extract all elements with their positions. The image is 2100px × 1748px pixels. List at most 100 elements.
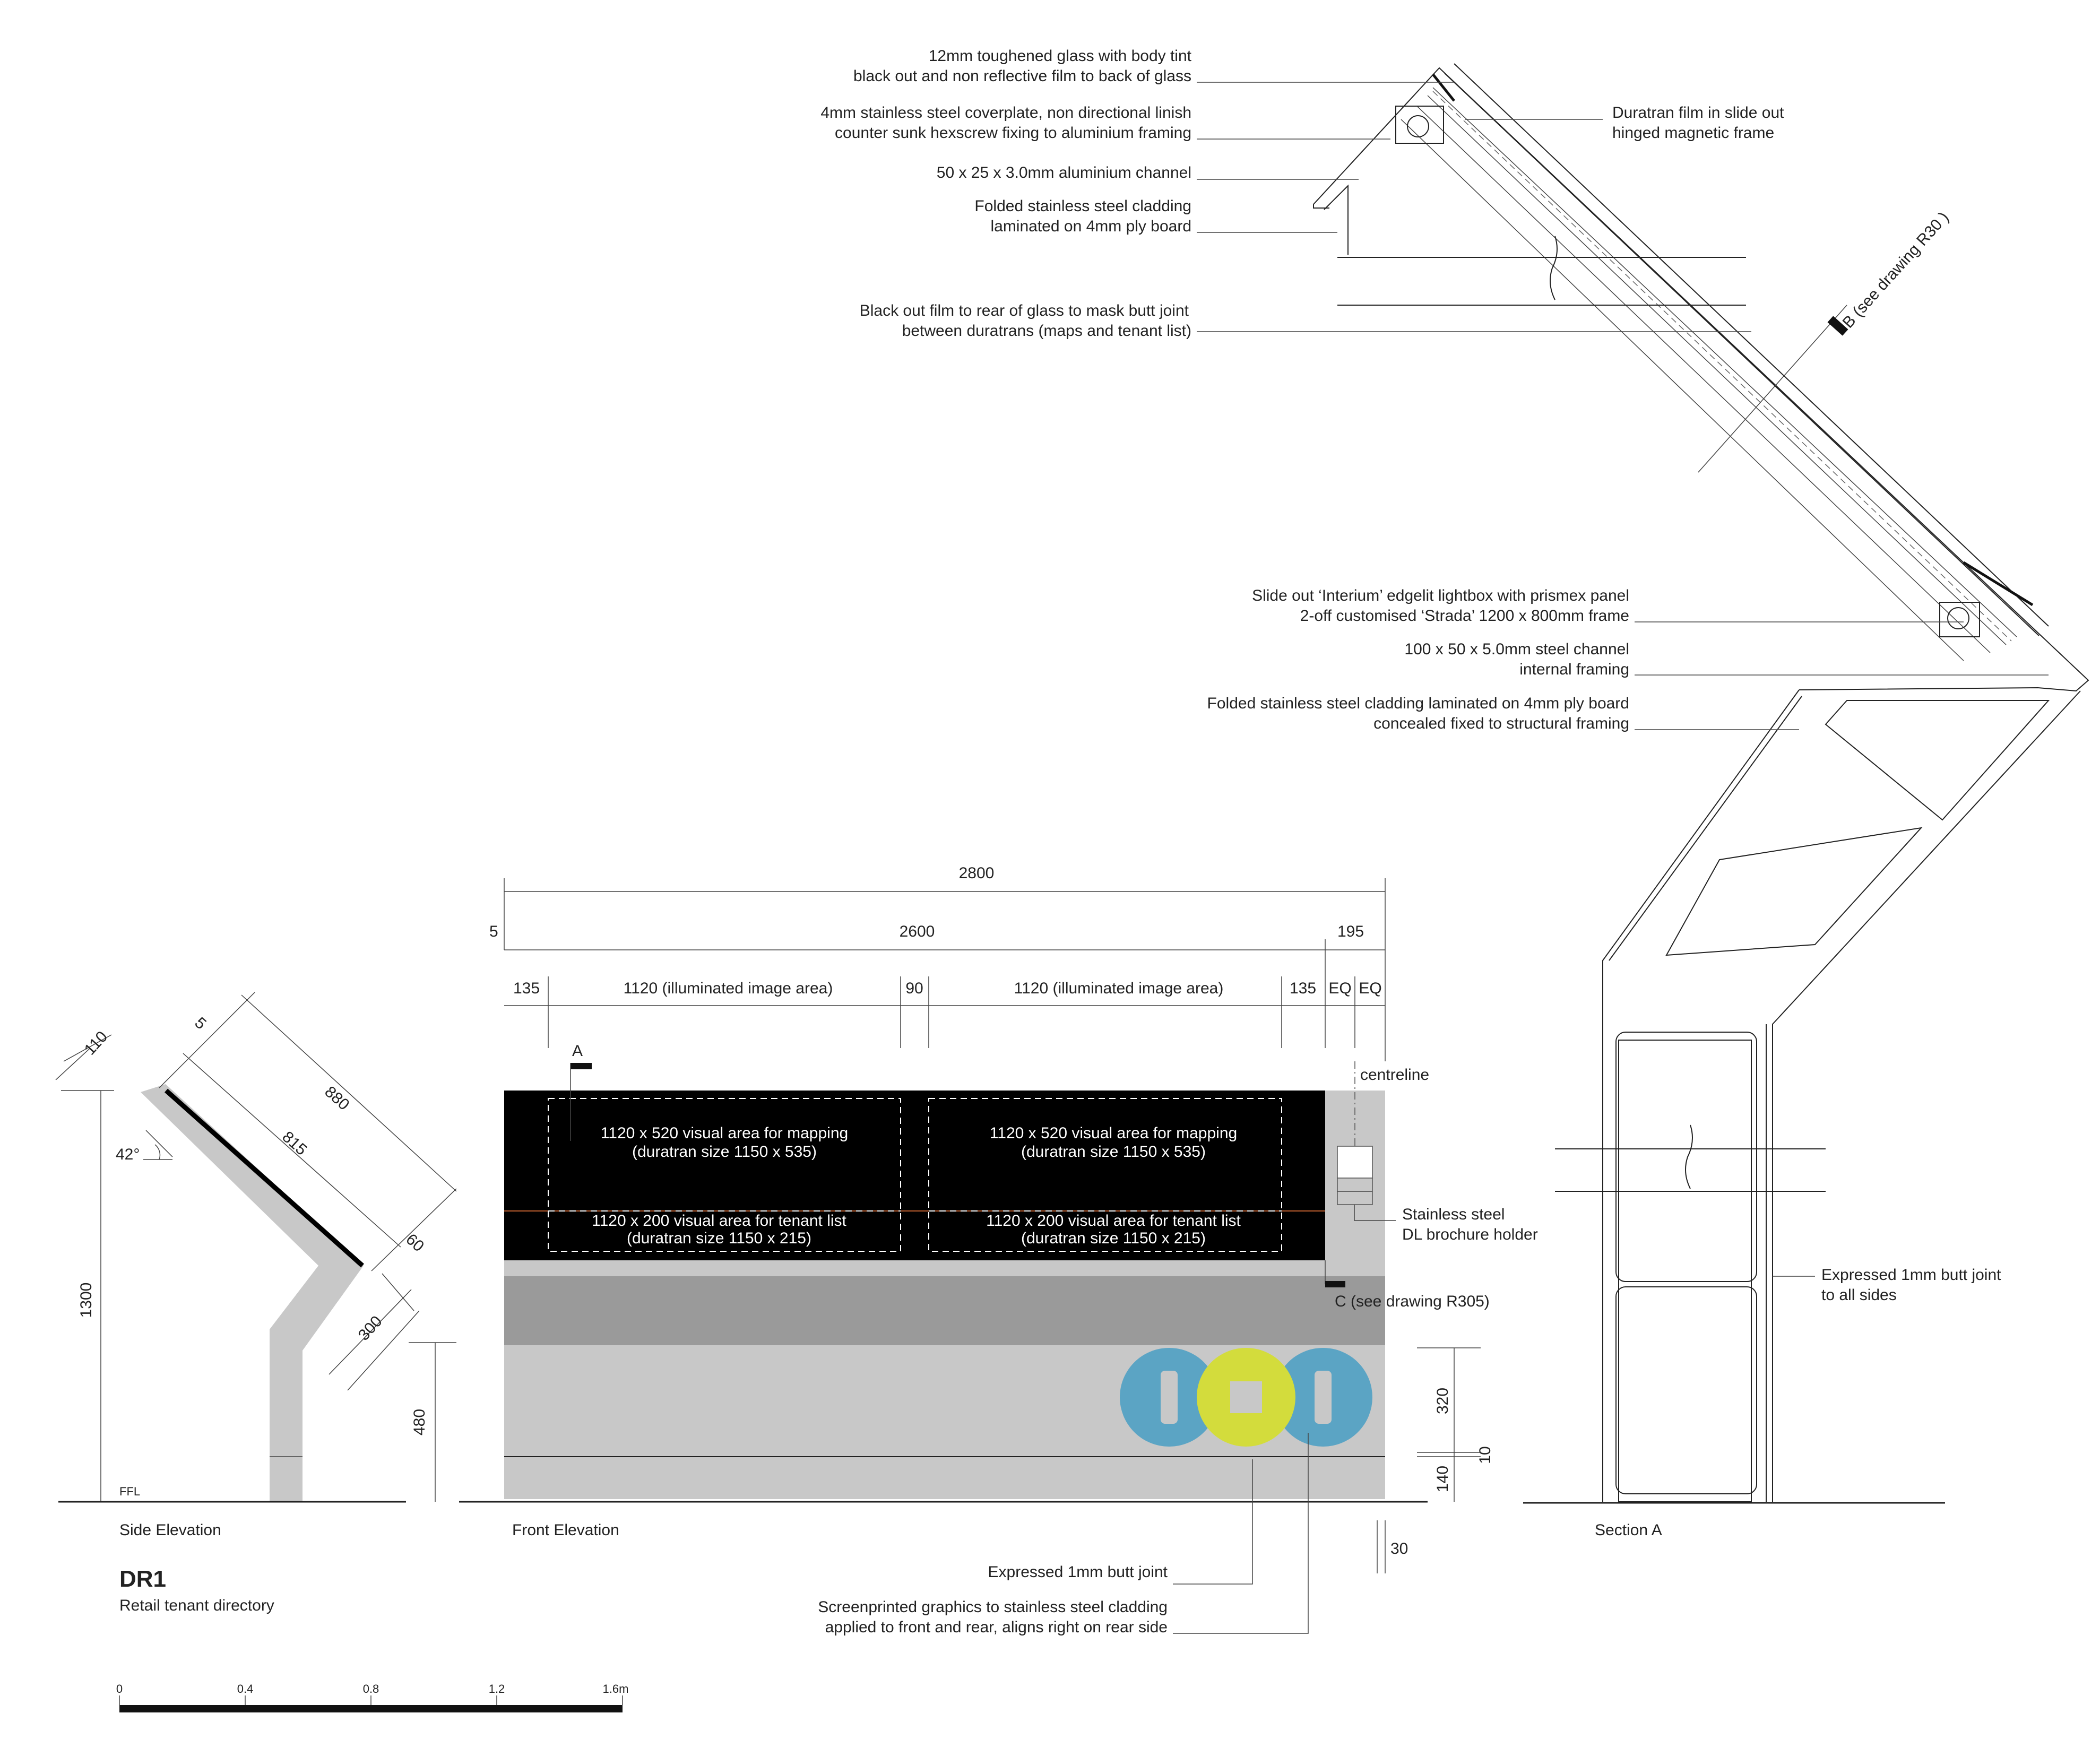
front-cladding-dark-band: [504, 1276, 1385, 1345]
logo-center-square: [1230, 1381, 1262, 1413]
scale-label-1: 0.4: [237, 1682, 254, 1695]
dim-300-ext-a: [329, 1289, 412, 1375]
side-text: 110 5 880 815 42° 60 1300 300 480 FFL Si…: [77, 1014, 428, 1539]
map-area-left: [548, 1098, 901, 1252]
body-right-outline: [1772, 690, 2081, 1502]
body-left-outline: [1602, 689, 1800, 1502]
callout-section-b: B (see drawing R30 ): [1839, 209, 1952, 331]
centreline-label: centreline: [1360, 1066, 1429, 1084]
callout-lightbox-2: 2-off customised ‘Strada’ 1200 x 800mm f…: [1300, 607, 1629, 625]
side-elevation: [55, 992, 457, 1503]
map-left-line-2: (duratran size 1150 x 535): [632, 1143, 817, 1161]
leader-graphics: [1173, 1433, 1309, 1634]
callout-duratran-1: Duratran film in slide out: [1612, 104, 1784, 122]
break-symbol-lower: [1685, 1124, 1693, 1189]
scale-label-4: 1.6m: [603, 1682, 629, 1695]
callout-steel-2: internal framing: [1519, 661, 1629, 678]
logo-right-bar: [1315, 1371, 1332, 1424]
map-left-line-1: 1120 x 520 visual area for mapping: [601, 1124, 848, 1142]
angle-arc: [154, 1144, 161, 1160]
dim-320: 320: [1434, 1388, 1451, 1414]
callout-glass-2: black out and non reflective film to bac…: [853, 67, 1191, 85]
scale-label-3: 1.2: [489, 1682, 505, 1695]
glass-inner-line: [1444, 73, 2039, 636]
dim-880: 880: [321, 1083, 352, 1114]
leader-butt-joint: [1173, 1459, 1253, 1585]
dim-300-line: [347, 1310, 420, 1391]
internal-panel-2: [1665, 827, 1923, 956]
bottom-frame-block: [1939, 602, 1980, 637]
scale-bar: 0 0.4 0.8 1.2 1.6m: [116, 1682, 629, 1712]
tenant-left-line-2: (duratran size 1150 x 215): [627, 1230, 811, 1247]
side-profile-body: [141, 1084, 364, 1502]
section-b-line: [1698, 305, 1847, 473]
front-text: 2800 5 2600 195 135 1120 (illuminated im…: [489, 864, 1662, 1636]
section-a-title: Section A: [1595, 1521, 1662, 1539]
callout-cladding-1: Folded stainless steel cladding: [974, 197, 1191, 215]
brochure-leader: [1354, 1205, 1396, 1221]
angle-ray: [145, 1130, 173, 1157]
film-line-4: [1401, 119, 1964, 661]
callout-lightbox-1: Slide out ‘Interium’ edgelit lightbox wi…: [1252, 587, 1629, 604]
callout-duratran-2: hinged magnetic frame: [1612, 124, 1774, 142]
dim-110: 110: [81, 1028, 111, 1059]
dim-140: 140: [1434, 1466, 1451, 1492]
callout-blackout-2: between duratrans (maps and tenant list): [902, 322, 1191, 340]
tenant-right-line-2: (duratran size 1150 x 215): [1021, 1230, 1206, 1247]
top-frame-block: [1395, 106, 1444, 144]
callout-channel: 50 x 25 x 3.0mm aluminium channel: [937, 164, 1191, 181]
callout-blackout-1: Black out film to rear of glass to mask …: [860, 302, 1189, 319]
graphics-label-1: Screenprinted graphics to stainless stee…: [818, 1598, 1168, 1616]
front-elevation-title: Front Elevation: [512, 1521, 619, 1539]
callout-coverplate-2: counter sunk hexscrew fixing to aluminiu…: [835, 124, 1191, 142]
logo-left-bar: [1161, 1371, 1178, 1424]
coverplate-top: [1432, 73, 1455, 102]
dim-880-ext-a: [159, 992, 255, 1088]
callout-butt-2: to all sides: [1821, 1286, 1897, 1304]
dim-195: 195: [1337, 923, 1364, 940]
side-angle: 42°: [116, 1146, 140, 1163]
dim-10: 10: [1476, 1446, 1494, 1464]
callout-folded-2: concealed fixed to structural framing: [1373, 715, 1629, 732]
side-display-face: [165, 1088, 364, 1268]
section-head-lip: [1313, 204, 1329, 209]
ffl-label: FFL: [119, 1485, 140, 1498]
map-area-right: [928, 1098, 1282, 1252]
callout-folded-1: Folded stainless steel cladding laminate…: [1207, 695, 1629, 712]
section-callout-text: 12mm toughened glass with body tint blac…: [820, 47, 2001, 1304]
duratran-dashed: [1432, 91, 2012, 642]
butt-joint-label: Expressed 1mm butt joint: [988, 1563, 1168, 1581]
front-elevation: 1120 x 520 visual area for mapping (dura…: [459, 878, 1481, 1634]
dim-815-line: [183, 1053, 401, 1248]
dim-eq-2: EQ: [1359, 980, 1381, 997]
dim-110-line: [63, 1034, 112, 1062]
dim-image-left: 1120 (illuminated image area): [624, 980, 833, 997]
coverplate-bottom: [1963, 561, 2034, 607]
lower-panel-bottom: [1615, 1286, 1757, 1494]
dim-side-5: 5: [191, 1014, 209, 1033]
section-b-marker: [1827, 316, 1848, 336]
dim-5: 5: [489, 923, 498, 940]
dim-880-line: [241, 994, 457, 1192]
scale-bar-rule: [119, 1705, 623, 1712]
dim-30: 30: [1390, 1540, 1408, 1557]
brochure-holder-top: [1337, 1146, 1373, 1179]
glass-outer-line: [1454, 63, 2049, 627]
dim-135-left: 135: [513, 980, 540, 997]
dim-2600: 2600: [900, 923, 935, 940]
dim-60: 60: [402, 1231, 427, 1256]
scale-label-0: 0: [116, 1682, 123, 1695]
callout-cladding-2: laminated on 4mm ply board: [990, 218, 1191, 235]
internal-panel-3: [1618, 1040, 1752, 1502]
section-head-outline: [1313, 67, 2089, 692]
tenant-right-line-1: 1120 x 200 visual area for tenant list: [986, 1212, 1241, 1230]
section-c-label: C (see drawing R305): [1335, 1293, 1490, 1310]
callout-coverplate-1: 4mm stainless steel coverplate, non dire…: [820, 104, 1191, 122]
dim-815: 815: [279, 1128, 310, 1159]
section-a-marker: [571, 1063, 592, 1069]
section-a-label: A: [572, 1042, 583, 1060]
dim-480: 480: [411, 1409, 428, 1435]
dim-image-right: 1120 (illuminated image area): [1014, 980, 1224, 997]
film-line-1: [1432, 87, 2017, 637]
section-a-drawing: [1313, 63, 2089, 1504]
